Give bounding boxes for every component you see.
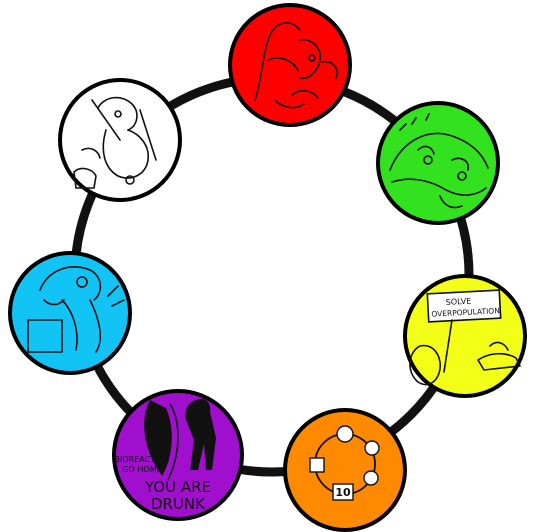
node-yellow[interactable]: SOLVE OVERPOPULATION — [405, 276, 525, 396]
cycle-badge: 10 — [335, 486, 351, 499]
node-white[interactable] — [60, 80, 180, 200]
node-cyan[interactable] — [10, 253, 130, 373]
node-green-disc — [378, 103, 498, 223]
node-purple[interactable]: BIOREACTOR, GO HOME YOU ARE DRUNK — [114, 391, 242, 519]
node-cyan-disc — [10, 253, 130, 373]
caption-big-1: YOU ARE — [144, 478, 211, 496]
caption-small-2: GO HOME — [122, 465, 161, 474]
caption-big-2: DRUNK — [151, 495, 206, 513]
caption-small-1: BIOREACTOR, — [115, 455, 170, 464]
sign-line-1: SOLVE — [446, 297, 472, 307]
node-orange[interactable]: 10 — [285, 410, 405, 530]
node-red[interactable] — [230, 5, 350, 125]
node-green[interactable] — [378, 103, 498, 223]
